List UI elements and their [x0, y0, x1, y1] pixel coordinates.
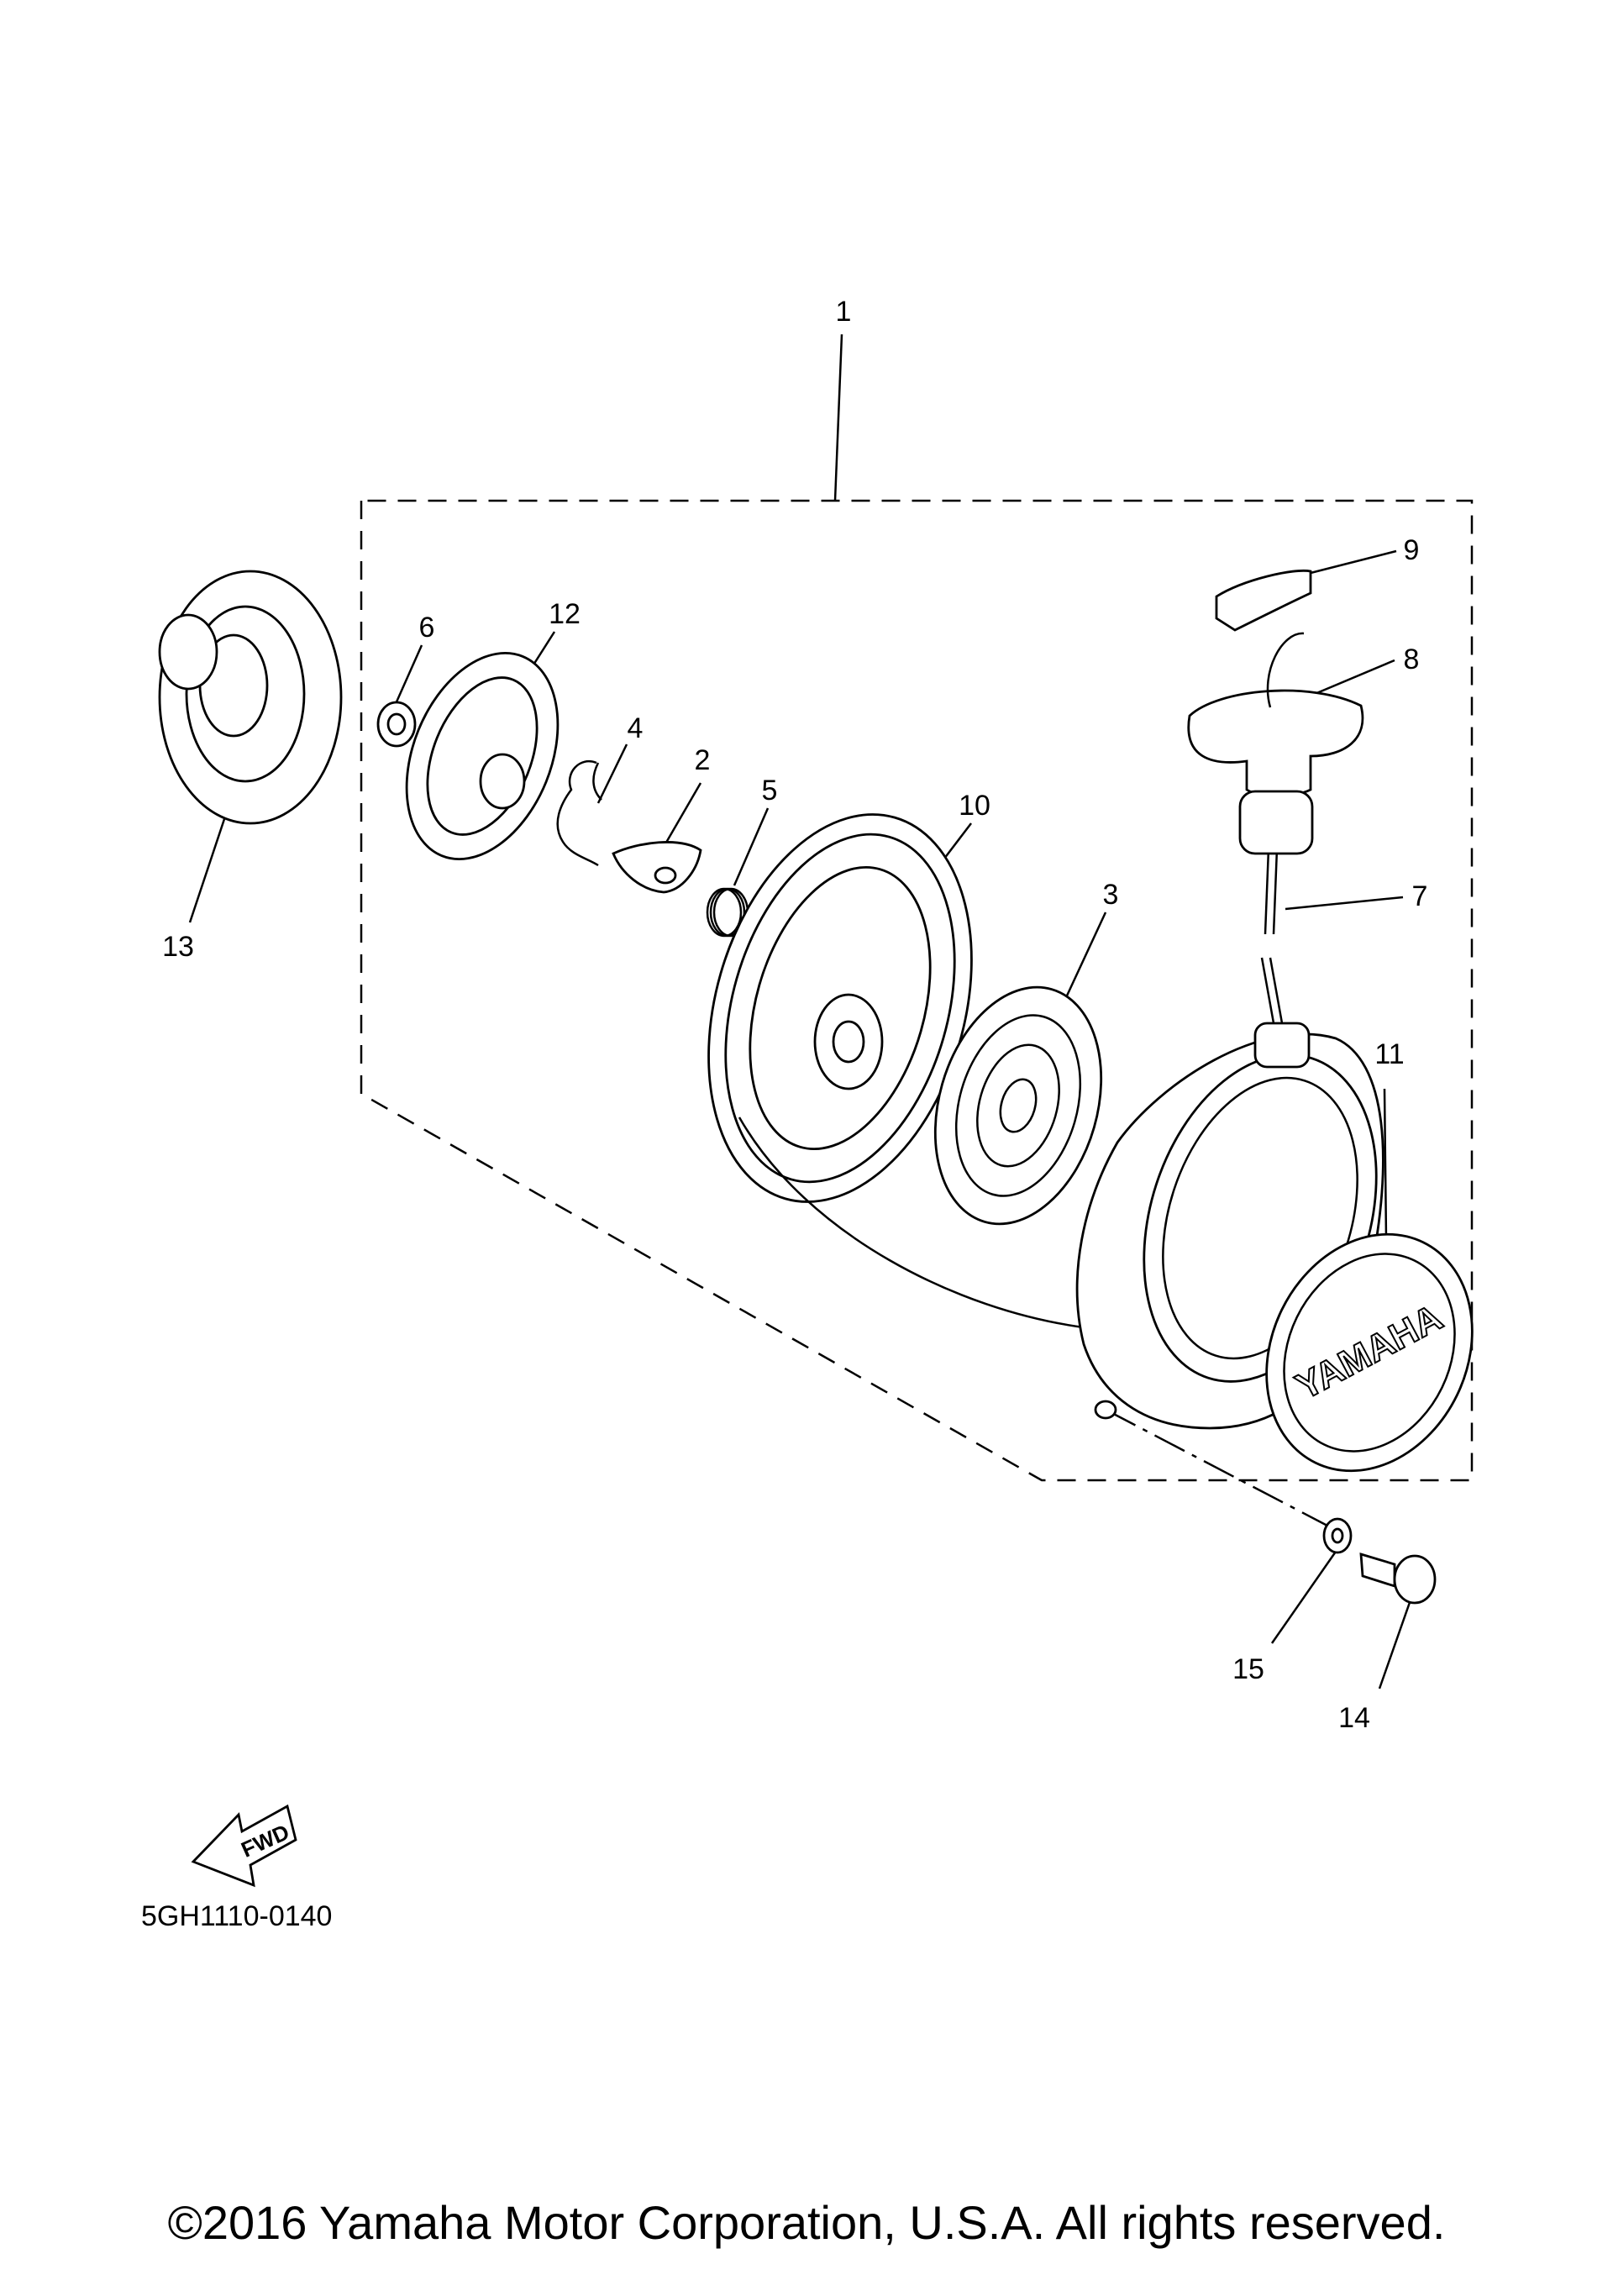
callout-2: 2 — [695, 744, 711, 776]
part-2-pawl — [612, 841, 702, 894]
callout-7: 7 — [1412, 880, 1428, 912]
callout-8: 8 — [1404, 644, 1420, 675]
callout-15: 15 — [1232, 1653, 1264, 1685]
part-10-sheave-drum — [707, 813, 973, 1203]
callout-9: 9 — [1404, 534, 1420, 566]
starter-rope — [738, 1116, 1085, 1329]
callout-14: 14 — [1338, 1702, 1370, 1734]
callout-11: 11 — [1374, 1038, 1404, 1070]
callout-12: 12 — [549, 598, 581, 630]
callout-3: 3 — [1103, 879, 1119, 911]
part-3-recoil-spring — [933, 985, 1103, 1226]
callout-13: 13 — [162, 931, 194, 963]
fwd-arrow-icon: FWD — [191, 1804, 297, 1888]
part-9-handle-cap — [1215, 569, 1312, 632]
callout-4: 4 — [628, 712, 644, 744]
part-4-clip — [556, 760, 602, 867]
drawing-code: 5GH1110-0140 — [141, 1900, 333, 1932]
part-12-drive-plate — [405, 652, 560, 860]
callout-5: 5 — [762, 775, 778, 806]
callout-6: 6 — [419, 612, 435, 644]
part-2-pawl-hole — [654, 866, 677, 885]
part-8-starter-handle — [1187, 632, 1364, 855]
callout-1: 1 — [836, 296, 852, 328]
part-13-drive-pulley — [158, 570, 343, 825]
callout-10: 10 — [959, 790, 990, 822]
part-7-rope — [1260, 848, 1287, 1043]
part-6-nut — [376, 701, 417, 748]
copyright-notice: ©2016 Yamaha Motor Corporation, U.S.A. A… — [167, 2196, 1446, 2249]
part-15-washer — [1322, 1517, 1353, 1554]
assembly-boundary — [360, 499, 1474, 1482]
part-14-bolt — [1359, 1553, 1437, 1605]
part-11-yamaha-emblem: YAMAHA — [1265, 1232, 1474, 1473]
